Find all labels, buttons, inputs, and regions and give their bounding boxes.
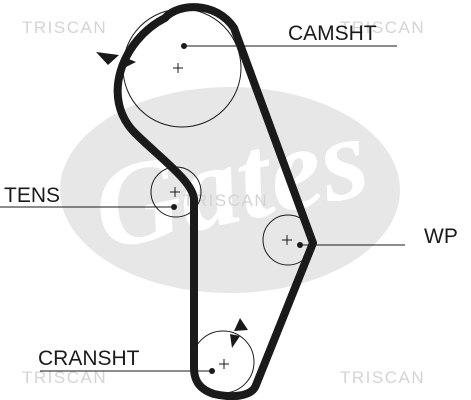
timing-belt (113, 3, 317, 400)
camshaft-label: CAMSHT (288, 22, 377, 45)
pulley-center-crosses (170, 63, 292, 369)
rotation-arrow-icon (96, 52, 136, 68)
water-pump-label: WP (424, 225, 458, 248)
triscan-watermarks: TRISCAN TRISCAN TRISCAN TRISCAN TRISCAN (22, 18, 425, 387)
triscan-watermark-bottom-left: TRISCAN (22, 368, 107, 387)
rotation-arrow-icon (230, 318, 248, 348)
triscan-watermark-top-left: TRISCAN (22, 18, 107, 37)
triscan-watermark-middle: TRISCAN (183, 191, 268, 210)
tensioner-label: TENS (4, 184, 60, 207)
gates-logo-watermark: Gates (60, 87, 400, 293)
triscan-watermark-top-right: TRISCAN (340, 18, 425, 37)
crankshaft-label: CRANSHT (38, 347, 140, 370)
triscan-watermark-bottom-right: TRISCAN (340, 368, 425, 387)
